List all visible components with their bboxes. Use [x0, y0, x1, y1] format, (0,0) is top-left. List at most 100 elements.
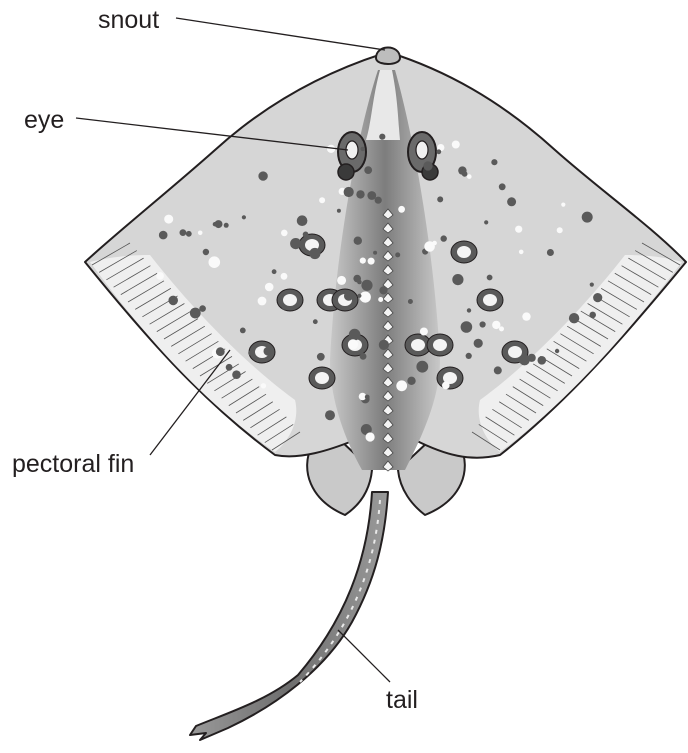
- dark-spot: [462, 171, 468, 177]
- tail: [190, 492, 388, 740]
- dark-spot: [337, 209, 341, 213]
- dark-spot: [232, 370, 241, 379]
- pale-spot: [492, 321, 500, 329]
- dark-spot: [297, 215, 308, 226]
- dark-spot: [344, 291, 353, 300]
- pale-spot: [164, 215, 173, 224]
- dark-spot: [354, 237, 362, 245]
- dark-spot: [416, 361, 428, 373]
- dark-spot: [436, 149, 441, 154]
- dark-spot: [467, 308, 471, 312]
- dark-spot: [538, 356, 547, 365]
- dark-spot: [216, 347, 225, 356]
- dark-spot: [593, 293, 602, 302]
- pale-spot: [396, 380, 407, 391]
- dark-spot: [547, 249, 554, 256]
- pale-spot: [366, 432, 375, 441]
- dark-spot: [364, 166, 372, 174]
- dark-spot: [199, 305, 206, 312]
- pale-spot: [378, 297, 383, 302]
- pale-spot: [156, 272, 164, 280]
- dark-spot: [248, 351, 253, 356]
- pale-spot: [442, 382, 450, 390]
- dark-spot: [224, 223, 229, 228]
- dark-spot: [272, 269, 277, 274]
- dark-spot: [186, 231, 192, 237]
- ring-spot-center: [508, 346, 522, 358]
- dark-spot: [203, 249, 209, 255]
- ring-spot-center: [457, 246, 471, 258]
- dark-spot: [589, 312, 596, 319]
- pale-spot: [522, 312, 530, 320]
- dark-spot: [491, 159, 497, 165]
- pale-spot: [281, 230, 288, 237]
- dark-spot: [569, 313, 579, 323]
- ring-spot-center: [411, 339, 425, 351]
- dark-spot: [353, 275, 361, 283]
- dark-spot: [519, 355, 530, 366]
- dark-spot: [484, 220, 488, 224]
- pale-spot: [467, 174, 472, 179]
- pale-spot: [515, 226, 522, 233]
- dark-spot: [361, 147, 365, 151]
- dark-spot: [282, 305, 287, 310]
- tail-label: tail: [386, 686, 418, 714]
- snout-label: snout: [98, 6, 159, 34]
- pale-spot: [261, 383, 266, 388]
- ring-spot-center: [483, 294, 497, 306]
- pale-spot: [368, 258, 375, 265]
- ring-spot-center: [283, 294, 297, 306]
- dark-spot: [461, 321, 473, 333]
- dark-spot: [494, 366, 502, 374]
- pale-spot: [557, 227, 563, 233]
- pale-spot: [360, 258, 366, 264]
- pale-spot: [337, 276, 346, 285]
- dark-spot: [452, 274, 463, 285]
- dark-spot: [242, 215, 246, 219]
- dark-spot: [317, 353, 325, 361]
- dark-spot: [373, 251, 377, 255]
- dark-spot: [309, 248, 320, 259]
- snout-leader: [176, 18, 385, 50]
- pale-spot: [360, 292, 371, 303]
- pale-spot: [281, 273, 288, 280]
- pectoral-fin-label: pectoral fin: [12, 450, 134, 478]
- dark-spot: [499, 183, 506, 190]
- dark-spot: [325, 410, 335, 420]
- dark-spot: [466, 353, 472, 359]
- dark-spot: [357, 294, 361, 298]
- dark-spot: [379, 134, 385, 140]
- dark-spot: [361, 280, 372, 291]
- dark-spot: [356, 190, 364, 198]
- dark-spot: [590, 283, 594, 287]
- dark-spot: [379, 286, 387, 294]
- dark-spot: [407, 377, 415, 385]
- dark-spot: [487, 275, 493, 281]
- pale-spot: [258, 297, 267, 306]
- dark-spot: [555, 349, 559, 353]
- dark-spot: [168, 296, 178, 306]
- eye-label: eye: [24, 106, 64, 134]
- dark-spot: [313, 319, 318, 324]
- dark-spot: [159, 231, 168, 240]
- ring-spot-center: [315, 372, 329, 384]
- dark-spot: [395, 252, 400, 257]
- pale-spot: [198, 231, 203, 236]
- snout-tip: [376, 48, 400, 65]
- dark-spot: [344, 187, 354, 197]
- dark-spot: [367, 191, 376, 200]
- dark-spot: [226, 364, 233, 371]
- tail-leader: [338, 630, 390, 682]
- ring-spot-center: [433, 339, 447, 351]
- dark-spot: [349, 329, 361, 341]
- pale-spot: [348, 339, 358, 349]
- pale-spot: [420, 328, 428, 336]
- dark-spot: [437, 196, 443, 202]
- dark-spot: [408, 299, 413, 304]
- dark-spot: [379, 340, 389, 350]
- pale-spot: [432, 241, 437, 246]
- dark-spot: [215, 220, 223, 228]
- pale-spot: [561, 203, 565, 207]
- dark-spot: [365, 395, 370, 400]
